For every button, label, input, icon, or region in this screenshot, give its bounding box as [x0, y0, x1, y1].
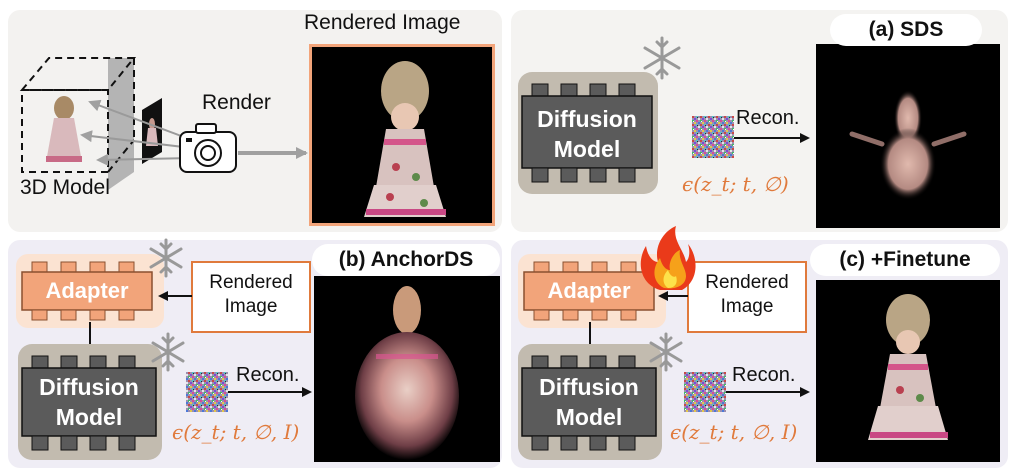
diffusion-model-c [521, 355, 657, 451]
rendered-image-label: Rendered Image [304, 11, 461, 34]
diffusion-label-a1: Diffusion [537, 106, 637, 132]
finetune-output-photo [816, 280, 1000, 462]
noise-image-c [684, 372, 726, 412]
diffusion-label-c2: Model [555, 404, 623, 430]
snowflake-icon-b2 [151, 332, 185, 372]
diffusion-label-c1: Diffusion [539, 374, 639, 400]
recon-label-a: Recon. [736, 107, 800, 129]
snowflake-icon-c [649, 332, 683, 372]
noise-formula-a: ϵ(z_t; t, ∅) [682, 172, 789, 196]
snowflake-icon-b1 [149, 238, 183, 278]
noise-formula-c: ϵ(z_t; t, ∅, I) [670, 420, 798, 444]
fire-icon [640, 226, 696, 290]
adapter-label-b: Adapter [45, 278, 129, 303]
diffusion-label-a2: Model [553, 136, 621, 162]
anchords-output-photo [314, 276, 500, 462]
model-label: 3D Model [20, 176, 110, 199]
noise-image-a [692, 116, 734, 158]
sds-output-photo [816, 44, 1000, 228]
model-cube [19, 57, 137, 190]
rendered-label-b2: Image [224, 296, 278, 317]
rendered-image-box-c [687, 261, 807, 333]
camera-icon [179, 123, 237, 173]
rendered-label-c2: Image [720, 296, 774, 317]
noise-formula-b: ϵ(z_t; t, ∅, I) [172, 420, 300, 444]
diffusion-model-a [521, 83, 653, 183]
panel-a-title: (a) SDS [830, 14, 982, 46]
snowflake-icon-a [643, 36, 681, 80]
adapter-label-c: Adapter [547, 278, 631, 303]
noise-image-b [186, 372, 228, 412]
diffusion-label-b1: Diffusion [39, 374, 139, 400]
rendered-image-box-b [191, 261, 311, 333]
diffusion-model-b [21, 355, 157, 451]
diffusion-label-b2: Model [55, 404, 123, 430]
recon-label-c: Recon. [732, 364, 796, 386]
panel-b-title: (b) AnchorDS [312, 244, 500, 276]
recon-label-b: Recon. [236, 364, 300, 386]
rendered-label-b1: Rendered [209, 272, 293, 293]
rendered-label-c1: Rendered [705, 272, 789, 293]
render-label: Render [202, 91, 271, 114]
adapter-box-b [21, 261, 153, 321]
rendered-image-photo [309, 44, 495, 226]
panel-c-title: (c) +Finetune [810, 244, 1000, 276]
adapter-box-c [523, 261, 655, 321]
